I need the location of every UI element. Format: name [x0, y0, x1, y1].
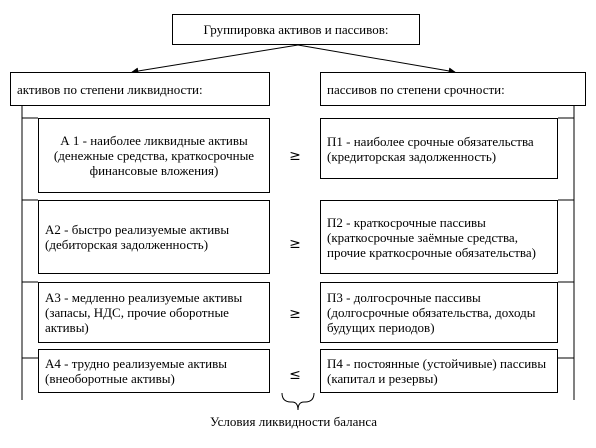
liability-box-p4: П4 - постоянные (устойчивые) пассивы (ка…: [320, 349, 558, 393]
arrow-to-assets-header: [131, 44, 299, 75]
title-box: Группировка активов и пассивов:: [172, 14, 420, 45]
liabilities-bracket: [558, 106, 575, 400]
relation-4: ≤: [289, 367, 301, 383]
title-text: Группировка активов и пассивов:: [203, 22, 389, 37]
asset-text-a4: А4 - трудно реализуемые активы (внеоборо…: [45, 356, 228, 386]
liabilities-header-box: пассивов по степени срочности:: [320, 72, 586, 106]
liability-text-p3: П3 - долгосрочные пассивы (долгосрочные …: [327, 290, 536, 335]
liability-text-p4: П4 - постоянные (устойчивые) пассивы (ка…: [327, 356, 547, 386]
assets-header-box: активов по степени ликвидности:: [10, 72, 270, 106]
liability-box-p2: П2 - краткосрочные пассивы (краткосрочны…: [320, 200, 558, 274]
asset-box-a3: А3 - медленно реализуемые активы (запасы…: [38, 282, 270, 343]
asset-box-a2: А2 - быстро реализуемые активы (дебиторс…: [38, 200, 270, 274]
liability-box-p3: П3 - долгосрочные пассивы (долгосрочные …: [320, 282, 558, 343]
liability-text-p1: П1 - наиболее срочные обязательства (кре…: [327, 133, 534, 164]
arrow-to-liabilities-header: [297, 44, 456, 75]
liability-text-p2: П2 - краткосрочные пассивы (краткосрочны…: [327, 214, 536, 260]
relation-3: ≥: [289, 306, 301, 322]
asset-text-a1: А 1 - наиболее ликвидные активы (денежны…: [53, 133, 255, 178]
asset-box-a4: А4 - трудно реализуемые активы (внеоборо…: [38, 349, 270, 393]
assets-bracket: [21, 106, 38, 400]
asset-text-a3: А3 - медленно реализуемые активы (запасы…: [45, 290, 243, 335]
asset-text-a2: А2 - быстро реализуемые активы (дебиторс…: [45, 222, 230, 252]
relation-1: ≥: [289, 148, 301, 164]
footer-caption: Условия ликвидности баланса: [210, 414, 378, 429]
assets-header-text: активов по степени ликвидности:: [17, 81, 203, 97]
liabilities-header-text: пассивов по степени срочности:: [327, 81, 505, 97]
relation-2: ≥: [289, 236, 301, 252]
asset-box-a1: А 1 - наиболее ликвидные активы (денежны…: [38, 118, 270, 193]
conditions-brace: [281, 392, 315, 411]
liability-box-p1: П1 - наиболее срочные обязательства (кре…: [320, 118, 558, 179]
